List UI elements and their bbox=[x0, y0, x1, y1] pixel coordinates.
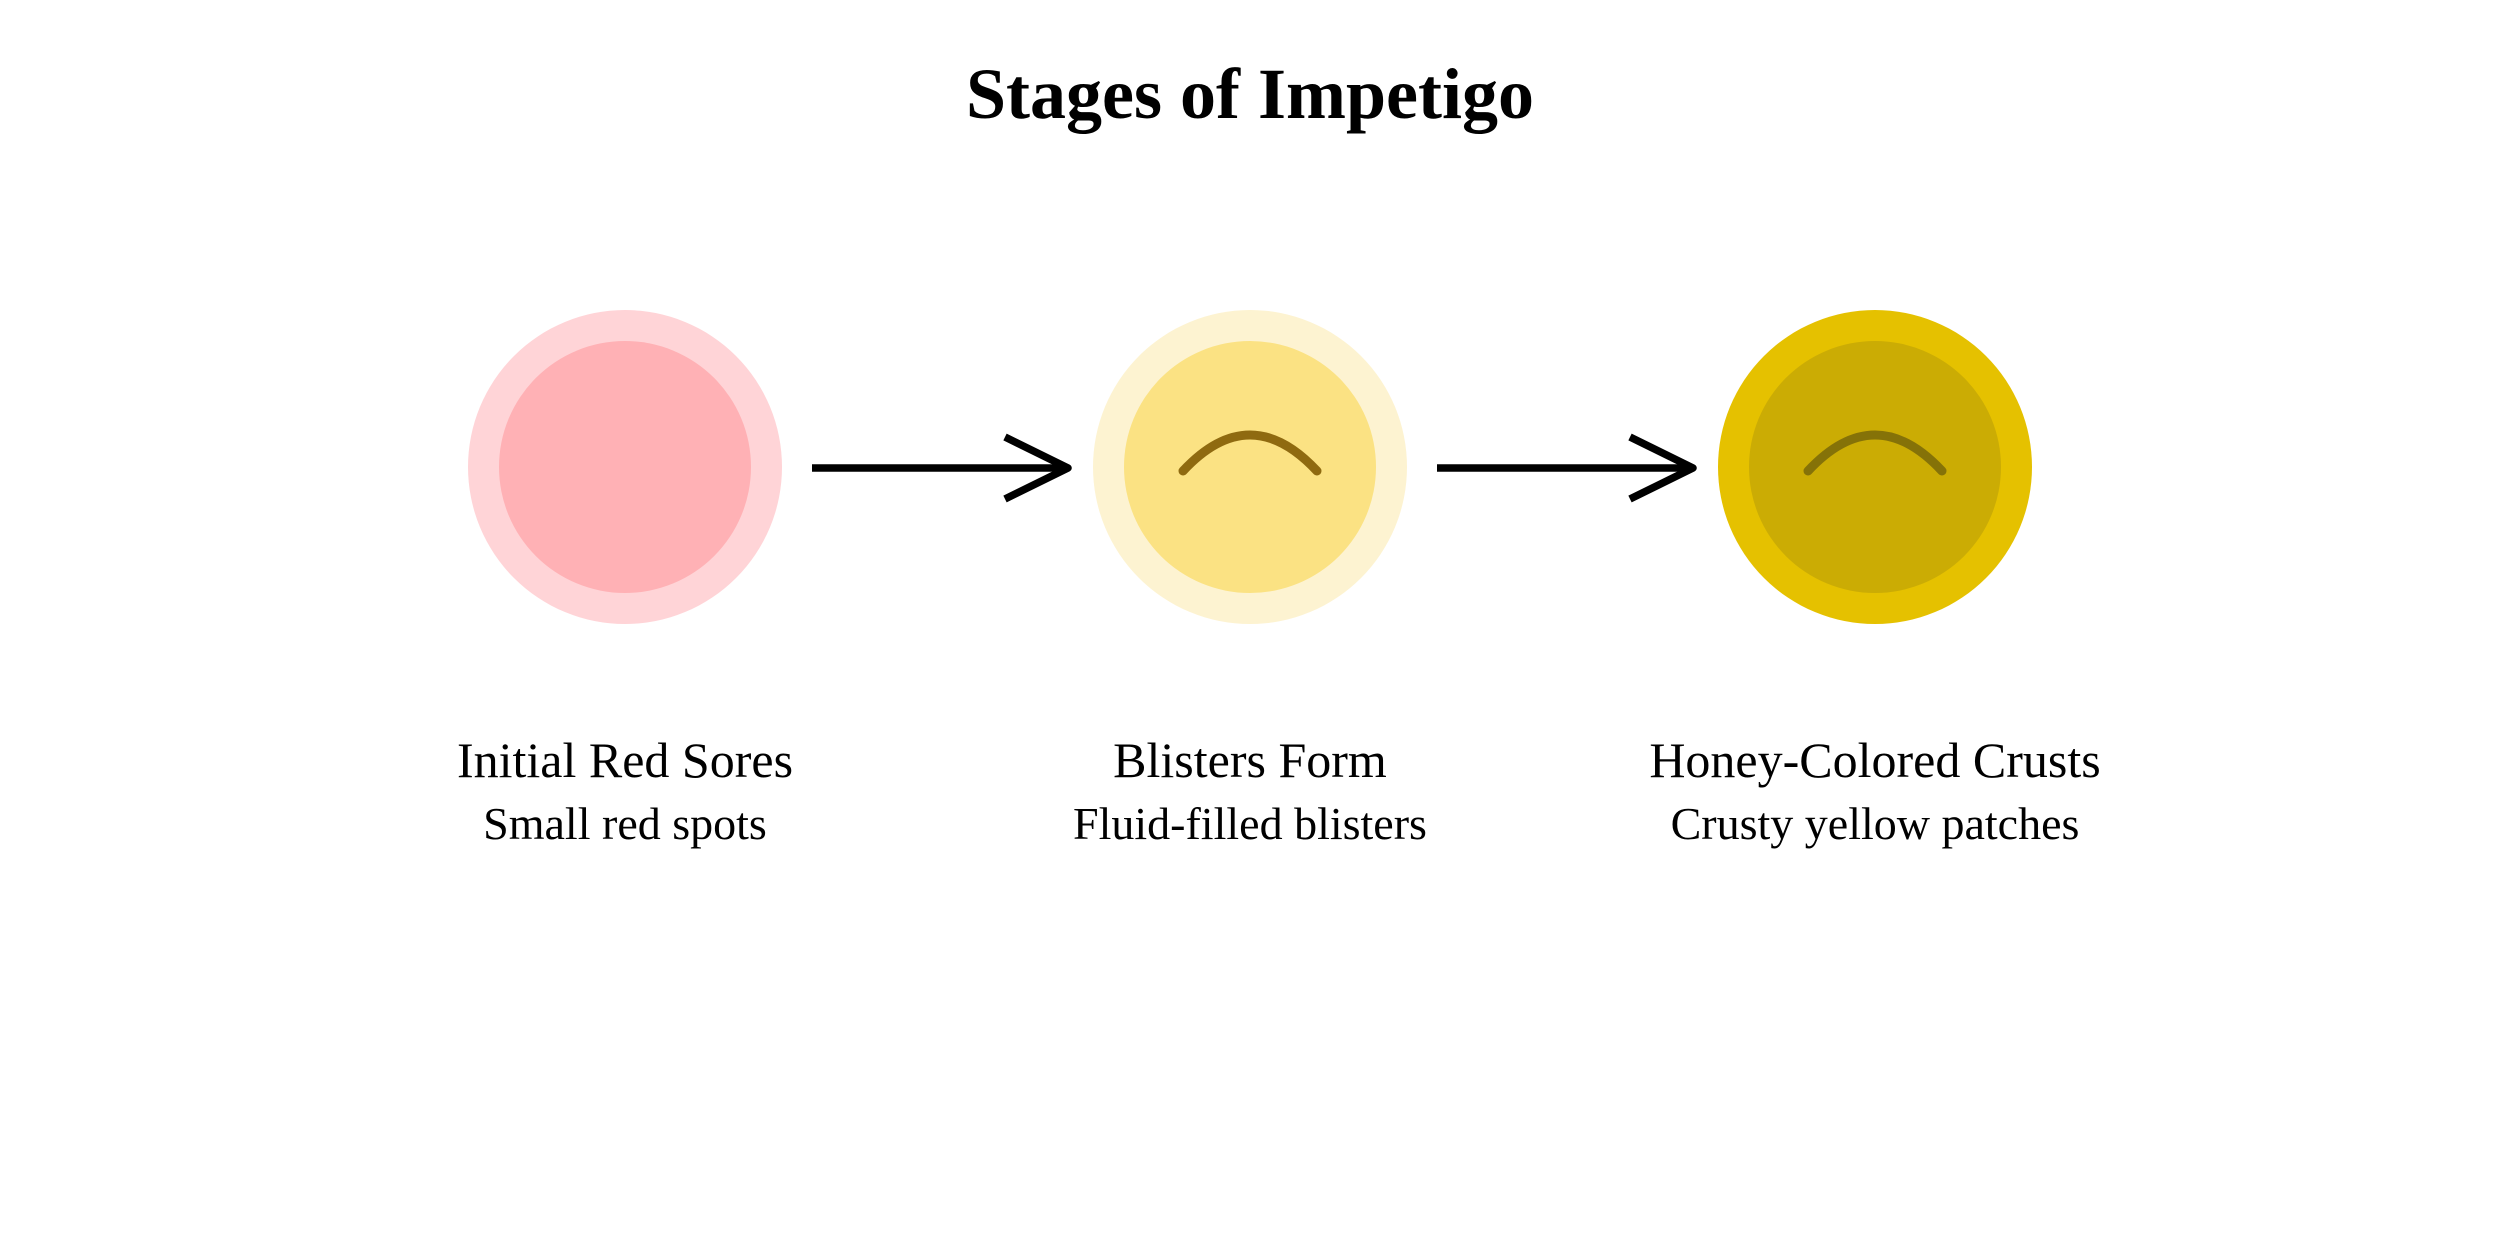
stage-circle-inner bbox=[1124, 341, 1376, 593]
flow-arrow-2 bbox=[1437, 433, 1697, 503]
diagram-title: Stages of Impetigo bbox=[966, 54, 1534, 134]
stage-circle-outer bbox=[468, 310, 782, 624]
stage-circle-outer bbox=[1093, 310, 1407, 624]
stage-initial-red-sores: Initial Red Sores Small red spots bbox=[305, 0, 945, 1250]
crust-mark-icon bbox=[1178, 430, 1322, 476]
stage-blisters-form: Blisters Form Fluid-filled blisters bbox=[930, 0, 1570, 1250]
stage-circle-outer bbox=[1718, 310, 2032, 624]
stage-description: Small red spots bbox=[483, 798, 767, 849]
stage-honey-colored-crusts: Honey-Colored Crusts Crusty yellow patch… bbox=[1555, 0, 2195, 1250]
arrow-head-icon bbox=[1003, 433, 1072, 503]
stage-circle-inner bbox=[499, 341, 751, 593]
stage-description: Fluid-filled blisters bbox=[1073, 798, 1427, 849]
arrow-head-icon bbox=[1628, 433, 1697, 503]
stage-name: Blisters Form bbox=[1113, 732, 1387, 788]
stage-description: Crusty yellow patches bbox=[1670, 798, 2080, 849]
stage-name: Initial Red Sores bbox=[456, 732, 794, 788]
stage-circle-inner bbox=[1749, 341, 2001, 593]
flow-arrow-1 bbox=[812, 433, 1072, 503]
stage-name: Honey-Colored Crusts bbox=[1649, 732, 2101, 788]
crust-mark-icon bbox=[1803, 430, 1947, 476]
